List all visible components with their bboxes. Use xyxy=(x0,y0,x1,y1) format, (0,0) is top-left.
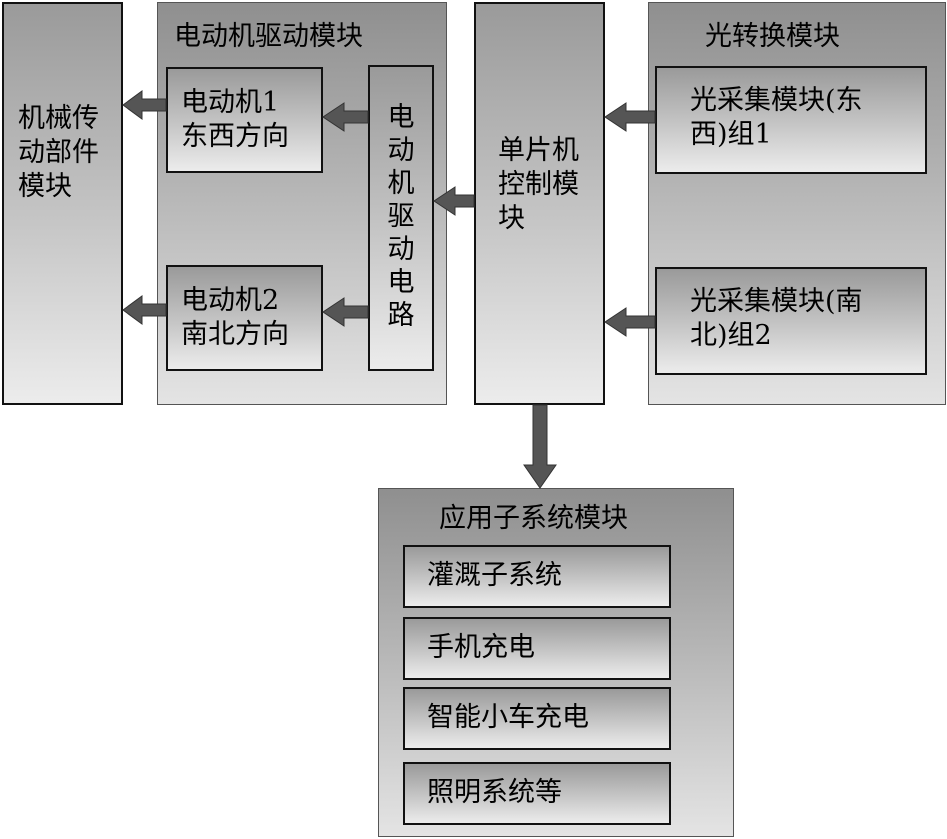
motor2-box: 电动机2 南北方向 xyxy=(166,265,323,371)
motor-driver-circuit-label: 电动机驱动电路 xyxy=(387,102,415,331)
mechanical-transmission-box: 机械传动部件模块 xyxy=(2,2,123,405)
light-group1-line1: 光采集模块(东 xyxy=(690,85,863,116)
light-group2-box: 光采集模块(南 北)组2 xyxy=(655,267,927,375)
light-group1-line2: 西)组1 xyxy=(690,119,772,150)
motor1-line2: 东西方向 xyxy=(181,121,289,152)
app-item-phone-charging: 手机充电 xyxy=(403,617,671,680)
app-item-label: 手机充电 xyxy=(427,632,535,663)
app-item-lighting: 照明系统等 xyxy=(403,762,671,825)
arrow-driver-to-motor2 xyxy=(322,297,369,327)
app-item-label: 照明系统等 xyxy=(427,777,562,808)
arrow-mcu-to-driver xyxy=(433,186,475,216)
arrow-light1-to-mcu xyxy=(604,102,656,132)
motor-drive-module-title: 电动机驱动模块 xyxy=(174,21,363,52)
motor2-line2: 南北方向 xyxy=(181,319,289,350)
arrow-mcu-to-application xyxy=(523,404,557,489)
mechanical-transmission-label: 机械传动部件模块 xyxy=(18,103,99,202)
light-group1-box: 光采集模块(东 西)组1 xyxy=(655,66,927,174)
light-group2-line2: 北)组2 xyxy=(690,320,772,351)
light-conversion-module-title: 光转换模块 xyxy=(705,21,840,52)
motor1-line1: 电动机1 xyxy=(181,87,280,118)
motor1-box: 电动机1 东西方向 xyxy=(166,67,323,173)
arrow-motor2-to-mechanical xyxy=(122,295,167,325)
motor-driver-circuit-box: 电动机驱动电路 xyxy=(368,65,434,371)
mcu-control-box: 单片机控制模块 xyxy=(474,2,605,405)
app-item-irrigation: 灌溉子系统 xyxy=(403,545,671,608)
mcu-control-label: 单片机控制模块 xyxy=(498,135,579,234)
arrow-light2-to-mcu xyxy=(604,307,656,337)
app-item-label: 智能小车充电 xyxy=(427,702,589,733)
motor2-line1: 电动机2 xyxy=(181,285,280,316)
arrow-driver-to-motor1 xyxy=(322,102,369,132)
light-group2-line1: 光采集模块(南 xyxy=(690,286,863,317)
application-subsystem-title: 应用子系统模块 xyxy=(439,503,628,534)
arrow-motor1-to-mechanical xyxy=(122,90,167,120)
app-item-label: 灌溉子系统 xyxy=(427,560,562,591)
app-item-smart-car-charging: 智能小车充电 xyxy=(403,687,671,750)
